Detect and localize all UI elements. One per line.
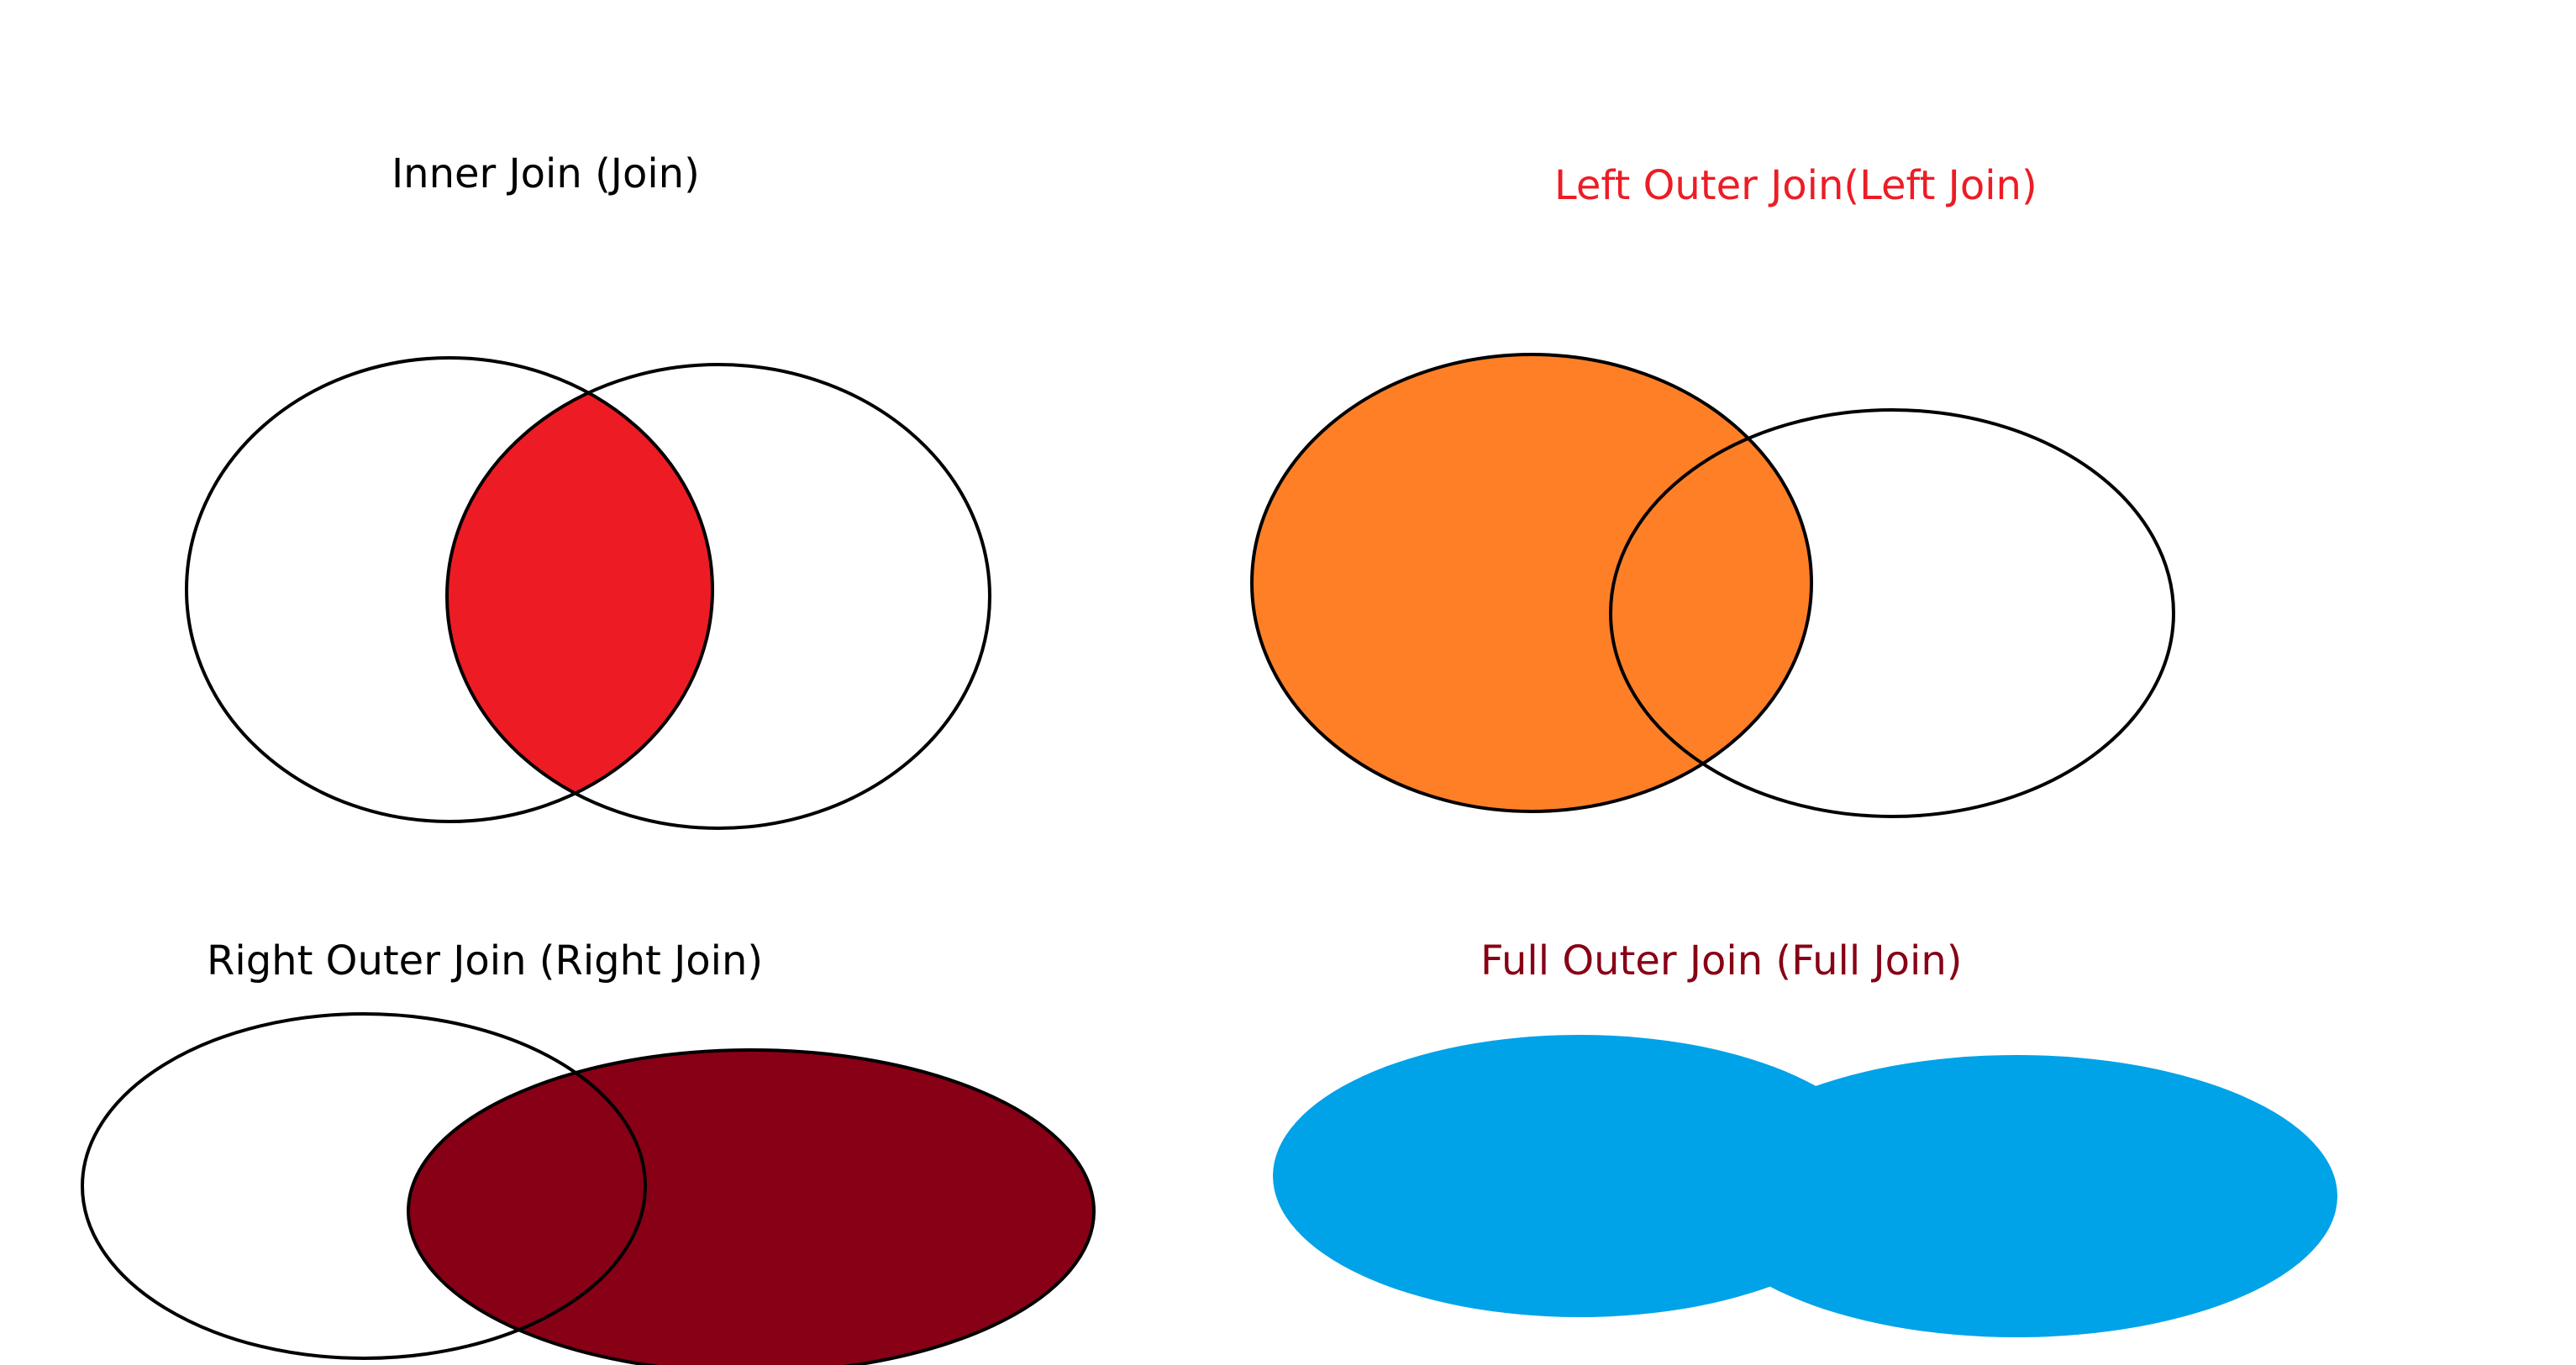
left-outer-join-left-set bbox=[1250, 353, 1813, 813]
right-outer-join-right-set bbox=[407, 1048, 1096, 1365]
left-outer-join-title: Left Outer Join(Left Join) bbox=[1554, 162, 2037, 209]
right-outer-join-left-set bbox=[81, 1012, 647, 1360]
left-outer-join-right-set bbox=[1609, 408, 2175, 818]
inner-join-panel: Inner Join (Join) bbox=[185, 150, 991, 830]
right-outer-join-panel: Right Outer Join (Right Join) bbox=[81, 937, 1096, 1365]
full-outer-join-panel: Full Outer Join (Full Join) bbox=[1273, 937, 2337, 1337]
right-outer-join-title: Right Outer Join (Right Join) bbox=[207, 937, 763, 984]
full-outer-join-title: Full Outer Join (Full Join) bbox=[1480, 937, 1963, 984]
full-outer-join-right-set bbox=[1695, 1055, 2337, 1337]
inner-join-overlap bbox=[447, 365, 712, 822]
inner-join-right-set bbox=[445, 363, 991, 830]
left-outer-join-panel: Left Outer Join(Left Join) bbox=[1250, 162, 2175, 818]
inner-join-title: Inner Join (Join) bbox=[392, 150, 700, 197]
inner-join-left-set bbox=[185, 356, 714, 823]
